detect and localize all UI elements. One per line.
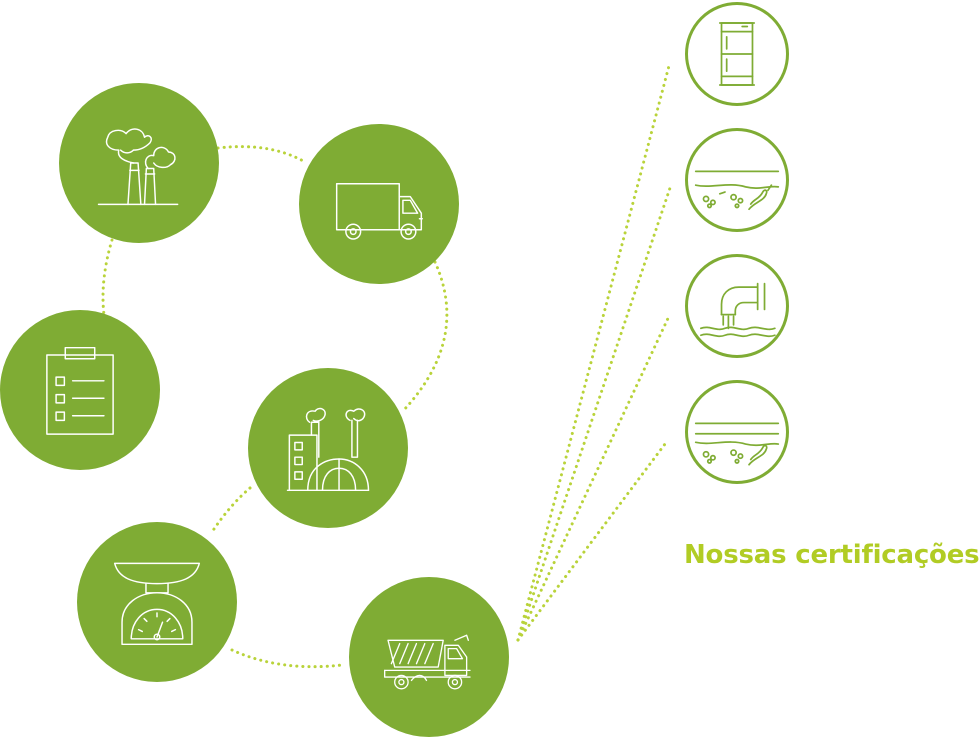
connector-cert-1 [516, 60, 672, 642]
cert-wastewater-pipe [685, 254, 789, 358]
node-delivery-truck [299, 124, 459, 284]
soil-layers-icon [694, 422, 780, 466]
weighing-scale-icon [113, 562, 201, 646]
biogas-plant-icon [286, 407, 370, 492]
node-weighing-scale [77, 522, 237, 682]
connector-factory-checklist [101, 238, 114, 317]
cert-soil-layers [685, 380, 789, 484]
soil-sediment-icon [694, 170, 780, 211]
connector-truck-biogas [400, 260, 449, 414]
delivery-truck-icon [335, 183, 423, 240]
factory-smoke-icon [97, 128, 179, 206]
node-checklist [0, 310, 160, 470]
certifications-caption: Nossas certificações [684, 540, 979, 570]
checklist-clipboard-icon [46, 346, 114, 435]
connector-factory-truck [216, 145, 307, 164]
cert-soil-sediment [685, 128, 789, 232]
connector-cert-2 [516, 186, 672, 642]
node-dump-truck [349, 577, 509, 737]
node-factory [59, 83, 219, 243]
connector-cert-3 [516, 312, 672, 642]
connector-scale-dumptruck [230, 648, 344, 669]
wastewater-pipe-icon [700, 282, 776, 338]
connector-biogas-scale [210, 486, 252, 534]
dump-truck-icon [384, 634, 471, 690]
connector-cert-4 [516, 442, 667, 642]
node-biogas-plant [248, 368, 408, 528]
cert-oil-barrel [685, 2, 789, 106]
oil-barrel-icon [718, 22, 756, 86]
